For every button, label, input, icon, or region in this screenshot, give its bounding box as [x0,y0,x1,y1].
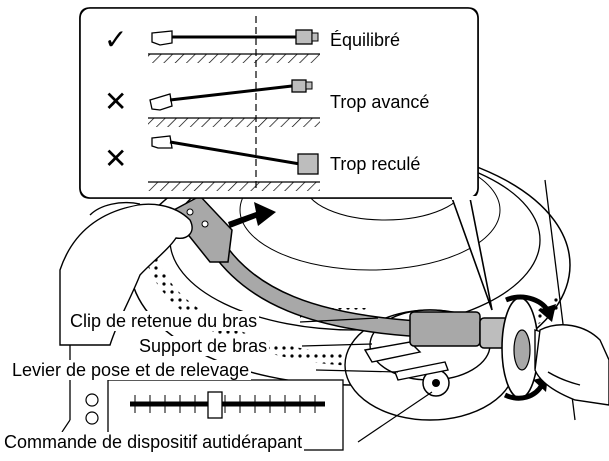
arm-too-forward [148,79,320,127]
rotation-arrows [503,294,556,401]
label-balanced: Équilibré [330,30,401,50]
label-arm-clip: Clip de retenue du bras [68,311,260,331]
label-too-back: Trop reculé [330,154,421,174]
correct-mark: ✓ [104,24,128,55]
inset-panel [79,7,493,311]
incorrect-mark: ✕ [104,143,128,174]
label-cue-lever: Levier de pose et de relevage [10,360,252,380]
motion-arrow [228,202,276,228]
arm-too-back [148,135,320,191]
incorrect-mark: ✕ [104,86,128,117]
left-hand [59,201,193,346]
arm-balanced [148,29,320,63]
right-hand [534,324,609,406]
leader-lines [61,317,433,443]
label-anti-skate: Commande de dispositif autidérapant [2,432,305,452]
label-too-forward: Trop avancé [330,92,430,112]
label-arm-rest: Support de bras [137,336,270,356]
